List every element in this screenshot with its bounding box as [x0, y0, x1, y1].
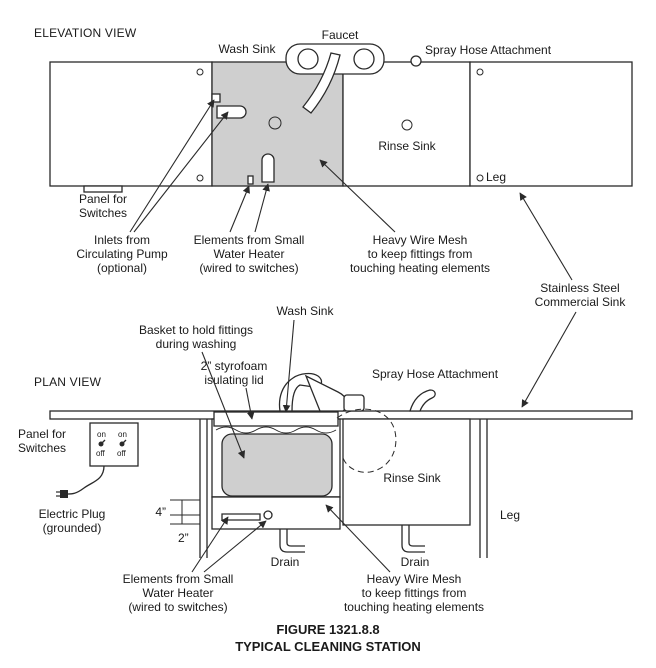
plan-elements-label-1: Elements from Small [123, 572, 234, 586]
plan-mesh-label-3: touching heating elements [344, 600, 484, 614]
elevation-rinse-sink-label: Rinse Sink [378, 139, 436, 153]
plan-faucet-neck [304, 374, 348, 412]
faucet-handle-left [297, 48, 319, 70]
lid-label-2: isulating lid [204, 373, 263, 387]
plan-leg-label: Leg [500, 508, 520, 522]
elevation-spray-hose-label: Spray Hose Attachment [425, 43, 552, 57]
figure-number: FIGURE 1321.8.8 [276, 622, 379, 637]
plan-elements-label-2: Water Heater [143, 586, 214, 600]
plug-body [60, 490, 68, 498]
switch-on-2: on [118, 430, 127, 439]
elevation-mesh-label-3: touching heating elements [350, 261, 490, 275]
elevation-switch-panel [83, 185, 123, 193]
plan-spray-hose-reach [336, 408, 397, 473]
elevation-leg-label: Leg [486, 170, 506, 184]
plan-lid [213, 411, 339, 427]
heating-element-lower [261, 153, 275, 183]
plan-mesh-label-1: Heavy Wire Mesh [367, 572, 462, 586]
lid-label-1: 2” styrofoam [201, 359, 268, 373]
plan-wash-drain-pipe [279, 529, 305, 553]
stainless-label-1: Stainless Steel [540, 281, 619, 295]
plan-view-title: PLAN VIEW [34, 375, 102, 389]
switch-off-1: off [96, 449, 106, 458]
plan-switch-box [89, 422, 139, 467]
inlets-label-3: (optional) [97, 261, 147, 275]
plan-elements-label-3: (wired to switches) [128, 600, 227, 614]
elevation-mesh-label-1: Heavy Wire Mesh [373, 233, 468, 247]
elevation-switch-panel-label-1: Panel for [79, 192, 127, 206]
plan-rinse-drain-pipe [401, 525, 425, 553]
plug-label-1: Electric Plug [39, 507, 106, 521]
elevation-elements-label-2: Water Heater [214, 247, 285, 261]
elevation-view-title: ELEVATION VIEW [34, 26, 137, 40]
plan-wash-sink-arrow [282, 319, 295, 413]
switch-lever-1 [100, 439, 106, 445]
inlet-port [211, 93, 221, 103]
elevation-mesh-label-2: to keep fittings from [368, 247, 473, 261]
spray-hose-fitting [410, 55, 422, 67]
plan-rinse-sink [342, 418, 471, 526]
switch-on-1: on [97, 430, 106, 439]
heating-element-upper [216, 105, 247, 119]
faucet-handle-right [353, 48, 375, 70]
plan-spray-hose [409, 389, 436, 412]
plan-wash-drain-pipe-inner [286, 529, 305, 547]
plan-switch-panel-label-1: Panel for [18, 427, 66, 441]
plan-element-end [263, 510, 273, 520]
elevation-switch-panel-label-2: Switches [79, 206, 127, 220]
plan-rinse-drain-pipe-inner [408, 525, 425, 547]
basket-label-2: during washing [156, 337, 237, 351]
elevation-right-panel [469, 61, 633, 187]
switch-off-2: off [117, 449, 127, 458]
inlets-arrow-1 [129, 99, 215, 233]
plug-cord [67, 465, 105, 495]
elevation-screw-1 [196, 68, 204, 76]
elevation-left-panel [49, 61, 213, 187]
lid-arrow [245, 387, 255, 420]
faucet-label: Faucet [322, 28, 359, 42]
switch-lever-2 [121, 439, 127, 445]
plan-basket [221, 433, 333, 497]
elevation-elements-label-1: Elements from Small [194, 233, 305, 247]
mesh-arrow-elevation [319, 159, 396, 233]
wash-drain-label: Drain [271, 555, 300, 569]
elevation-screw-2 [196, 174, 204, 182]
plan-element-compartment [211, 496, 341, 530]
plug-label-2: (grounded) [43, 521, 102, 535]
plan-spray-hose-label: Spray Hose Attachment [372, 367, 499, 381]
faucet-spout [302, 52, 341, 114]
elevation-rinse-drain [401, 119, 413, 131]
plan-elements-arrow-1 [191, 516, 229, 573]
stainless-arrow-plan [521, 311, 577, 408]
elevation-screw-4 [476, 174, 484, 182]
inlets-label-1: Inlets from [94, 233, 150, 247]
inlets-label-2: Circulating Pump [76, 247, 168, 261]
rinse-drain-label: Drain [401, 555, 430, 569]
plan-switch-panel-label-2: Switches [18, 441, 66, 455]
elevation-elements-label-3: (wired to switches) [199, 261, 298, 275]
plan-mesh-arrow [325, 504, 391, 573]
plan-rinse-sink-label: Rinse Sink [383, 471, 441, 485]
plan-mesh-label-2: to keep fittings from [362, 586, 467, 600]
elevation-wash-drain [268, 116, 282, 130]
elements-arrow-1 [229, 185, 250, 233]
stainless-label-2: Commercial Sink [535, 295, 627, 309]
basket-label-1: Basket to hold fittings [139, 323, 253, 337]
plan-wash-sink-label: Wash Sink [277, 304, 335, 318]
elevation-rinse-sink [342, 61, 471, 187]
plan-faucet-base [343, 394, 365, 412]
element-terminal [247, 175, 254, 185]
plan-water-line [215, 426, 337, 434]
basket-arrow [201, 351, 246, 459]
plan-elements-arrow-2 [203, 520, 267, 573]
elevation-screw-3 [476, 68, 484, 76]
inlets-arrow-2 [133, 111, 229, 233]
figure-caption: TYPICAL CLEANING STATION [235, 639, 421, 654]
elevation-wash-sink-label: Wash Sink [219, 42, 277, 56]
stainless-arrow-elevation [519, 192, 573, 281]
elements-arrow-2 [254, 183, 270, 233]
dim-2-label: 2” [178, 531, 189, 545]
dim-4-label: 4” [155, 505, 166, 519]
